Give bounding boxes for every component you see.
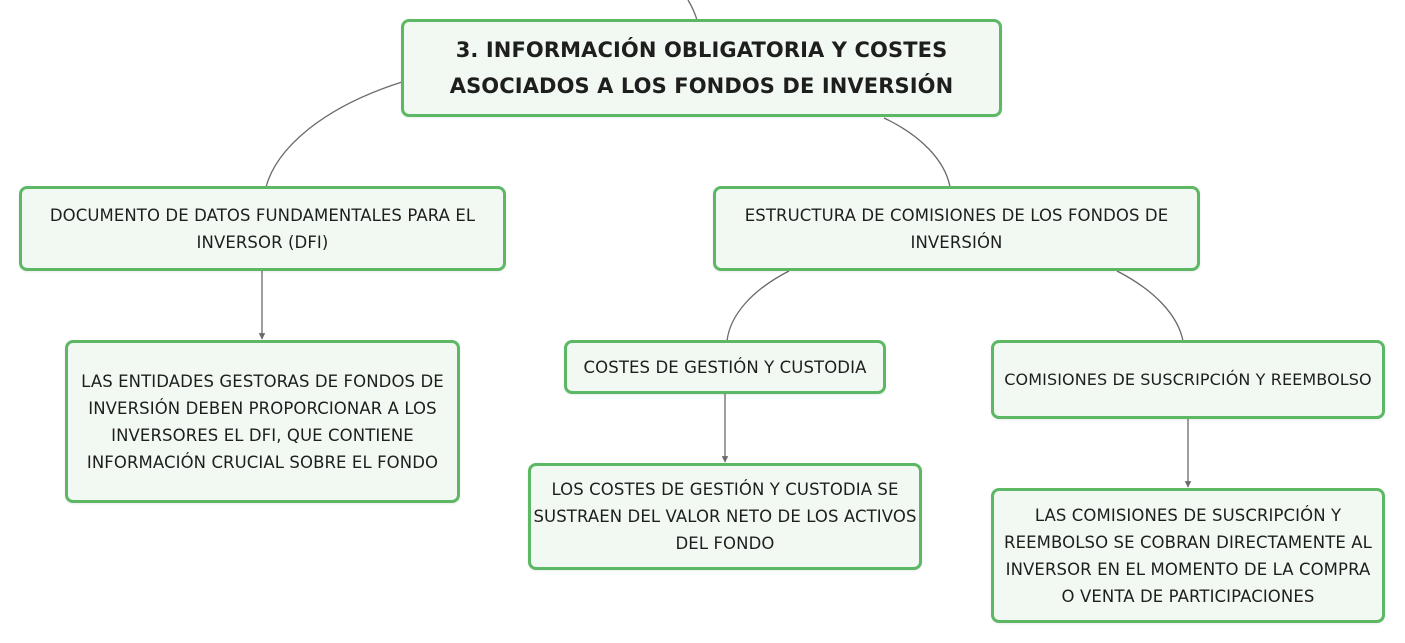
estructura-node-label: ESTRUCTURA DE COMISIONES DE LOS FONDOS D… <box>744 205 1169 252</box>
comisiones-node[interactable]: COMISIONES DE SUSCRIPCIÓN Y REEMBOLSO <box>991 340 1385 419</box>
connector-root-dfi <box>265 81 403 188</box>
connector-root-estructura <box>883 117 951 188</box>
comisiones-detail-node[interactable]: LAS COMISIONES DE SUSCRIPCIÓN Y REEMBOLS… <box>991 488 1385 623</box>
connector-estructura-comisiones <box>1116 270 1184 342</box>
comisiones-node-label: COMISIONES DE SUSCRIPCIÓN Y REEMBOLSO <box>1004 370 1372 389</box>
comisiones-detail-node-label: LAS COMISIONES DE SUSCRIPCIÓN Y REEMBOLS… <box>1004 505 1372 606</box>
dfi-detail-node-label: LAS ENTIDADES GESTORAS DE FONDOS DE INVE… <box>81 371 444 472</box>
dfi-node-label: DOCUMENTO DE DATOS FUNDAMENTALES PARA EL… <box>49 205 476 252</box>
costes-node-label: COSTES DE GESTIÓN Y CUSTODIA <box>583 357 867 377</box>
costes-node[interactable]: COSTES DE GESTIÓN Y CUSTODIA <box>564 340 886 394</box>
dfi-node[interactable]: DOCUMENTO DE DATOS FUNDAMENTALES PARA EL… <box>19 186 506 271</box>
costes-detail-node-label: LOS COSTES DE GESTIÓN Y CUSTODIA SE SUST… <box>533 480 917 553</box>
estructura-node[interactable]: ESTRUCTURA DE COMISIONES DE LOS FONDOS D… <box>713 186 1200 271</box>
connector-estructura-costes <box>726 270 790 342</box>
connector-incoming-root <box>687 0 698 21</box>
root-node[interactable]: 3. INFORMACIÓN OBLIGATORIA Y COSTES ASOC… <box>401 19 1002 117</box>
costes-detail-node[interactable]: LOS COSTES DE GESTIÓN Y CUSTODIA SE SUST… <box>528 463 922 570</box>
dfi-detail-node[interactable]: LAS ENTIDADES GESTORAS DE FONDOS DE INVE… <box>65 340 460 503</box>
root-node-label: 3. INFORMACIÓN OBLIGATORIA Y COSTES ASOC… <box>449 38 954 98</box>
